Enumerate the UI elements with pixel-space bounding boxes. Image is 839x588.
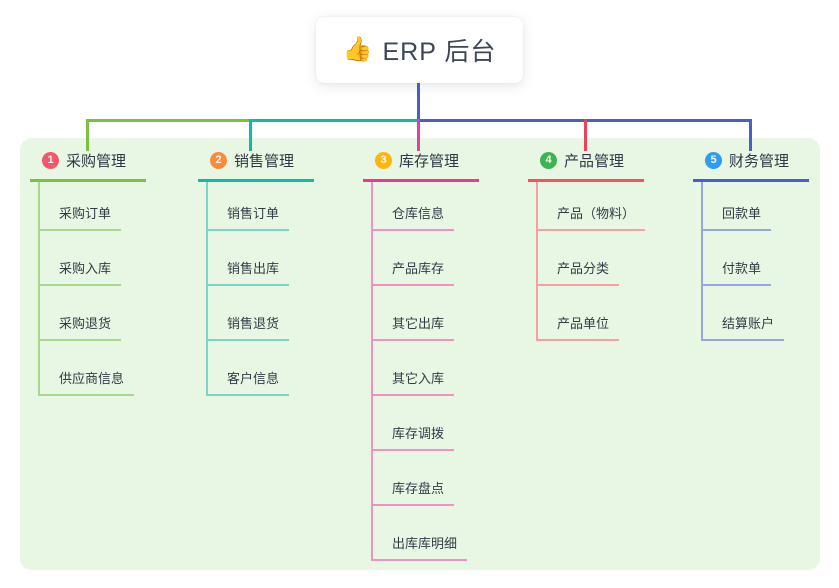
branch-item-label: 采购订单 [59,206,112,221]
branch-item[interactable]: 销售订单 [206,182,290,231]
branch-title: 财务管理 [729,153,790,170]
top-bar-teal-segment [250,119,419,122]
branch-item[interactable]: 产品库存 [371,231,455,286]
branch-item[interactable]: 客户信息 [206,341,290,396]
branch-item-label: 其它出库 [392,316,445,331]
branch-1: 1 采购管理 采购订单 采购入库 采购退货 供应商信息 [30,150,146,396]
branch-header[interactable]: 1 采购管理 [30,150,146,182]
branch-drop-line-4 [584,119,587,151]
branch-number-badge: 4 [540,152,557,169]
branch-number-badge: 5 [705,152,722,169]
branch-item[interactable]: 产品单位 [536,286,620,341]
branch-item-label: 结算账户 [722,316,775,331]
branch-header[interactable]: 4 产品管理 [528,150,644,182]
branch-item-label: 销售退货 [227,316,280,331]
branch-item-label: 付款单 [722,261,762,276]
branch-item-label: 产品单位 [557,316,610,331]
branch-item[interactable]: 结算账户 [701,286,785,341]
branch-header[interactable]: 2 销售管理 [198,150,314,182]
branch-title: 销售管理 [234,153,295,170]
branch-number-badge: 2 [210,152,227,169]
thumbs-up-icon: 👍 [342,36,373,63]
branch-item-label: 产品（物料） [557,206,636,221]
branch-item[interactable]: 其它出库 [371,286,455,341]
branch-item-label: 仓库信息 [392,206,445,221]
branch-drop-line-1 [86,119,89,151]
top-bar-green-segment [86,119,252,122]
branch-item-label: 库存调拨 [392,426,445,441]
branch-drop-line-5 [749,119,752,151]
branch-item[interactable]: 产品分类 [536,231,620,286]
branch-item[interactable]: 采购退货 [38,286,122,341]
branch-5: 5 财务管理 回款单 付款单 结算账户 [693,150,809,341]
branch-item-label: 采购退货 [59,316,112,331]
root-title: ERP 后台 [382,38,497,66]
branch-title: 产品管理 [564,153,625,170]
branch-item-list: 销售订单 销售出库 销售退货 客户信息 [206,182,290,396]
branch-item-label: 回款单 [722,206,762,221]
branch-item-label: 库存盘点 [392,481,445,496]
branch-number-badge: 3 [375,152,392,169]
branch-item-label: 出库库明细 [392,536,458,551]
branch-item-label: 产品分类 [557,261,610,276]
branch-item-list: 采购订单 采购入库 采购退货 供应商信息 [38,182,135,396]
branch-item[interactable]: 销售出库 [206,231,290,286]
branches-panel [20,138,820,570]
root-node[interactable]: 👍 ERP 后台 [316,17,523,83]
branch-item[interactable]: 采购订单 [38,182,122,231]
branch-item[interactable]: 库存盘点 [371,451,455,506]
branch-item-label: 销售出库 [227,261,280,276]
branch-header[interactable]: 5 财务管理 [693,150,809,182]
branch-item-list: 产品（物料） 产品分类 产品单位 [536,182,646,341]
branch-4: 4 产品管理 产品（物料） 产品分类 产品单位 [528,150,646,341]
branch-item-label: 供应商信息 [59,371,125,386]
branch-item[interactable]: 产品（物料） [536,182,646,231]
branch-drop-line-2 [249,119,252,151]
branch-item[interactable]: 付款单 [701,231,772,286]
branch-item-label: 产品库存 [392,261,445,276]
branch-item[interactable]: 仓库信息 [371,182,455,231]
branch-2: 2 销售管理 销售订单 销售出库 销售退货 客户信息 [198,150,314,396]
branch-item[interactable]: 采购入库 [38,231,122,286]
branch-item-label: 采购入库 [59,261,112,276]
branch-item-label: 其它入库 [392,371,445,386]
branch-item[interactable]: 供应商信息 [38,341,135,396]
branch-title: 采购管理 [66,153,127,170]
branch-item-label: 客户信息 [227,371,280,386]
branch-item[interactable]: 出库库明细 [371,506,468,561]
branch-item[interactable]: 库存调拨 [371,396,455,451]
branch-item-list: 回款单 付款单 结算账户 [701,182,785,341]
trunk-vertical-line [417,83,420,121]
branch-item[interactable]: 回款单 [701,182,772,231]
branch-header[interactable]: 3 库存管理 [363,150,479,182]
branch-item-list: 仓库信息 产品库存 其它出库 其它入库 库存调拨 库存盘点 出库库明细 [371,182,468,561]
branch-drop-line-3 [417,119,420,151]
branch-number-badge: 1 [42,152,59,169]
branch-3: 3 库存管理 仓库信息 产品库存 其它出库 其它入库 库存调拨 库存盘点 出库库… [363,150,479,561]
branch-item[interactable]: 其它入库 [371,341,455,396]
branch-item[interactable]: 销售退货 [206,286,290,341]
branch-item-label: 销售订单 [227,206,280,221]
branch-title: 库存管理 [399,153,460,170]
